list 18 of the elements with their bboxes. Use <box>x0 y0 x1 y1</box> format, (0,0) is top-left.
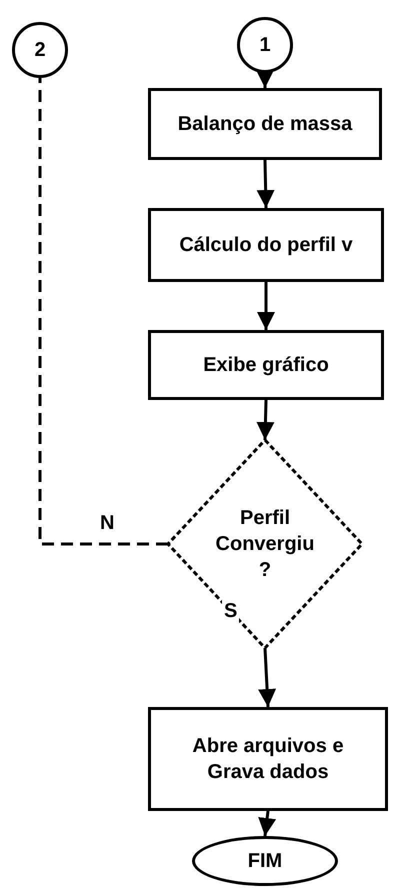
node-text: Abre arquivos e Grava dados <box>191 734 345 785</box>
arrow <box>258 648 276 708</box>
node-text: Cálculo do perfil v <box>179 233 353 258</box>
process-box <box>148 330 384 400</box>
process-box <box>148 208 384 282</box>
node-text: Balanço de massa <box>178 112 352 137</box>
arrow <box>258 810 276 836</box>
arrow <box>256 70 274 88</box>
arrow <box>257 282 275 330</box>
node-text: FIM <box>248 849 282 874</box>
process-box <box>148 707 388 811</box>
process-box <box>148 88 382 160</box>
arrow <box>256 160 275 208</box>
node-text: 1 <box>259 33 271 58</box>
node-text: 2 <box>34 38 46 63</box>
node-text: Exibe gráfico <box>203 353 329 378</box>
arrow <box>256 400 274 440</box>
connector-line <box>38 78 168 546</box>
